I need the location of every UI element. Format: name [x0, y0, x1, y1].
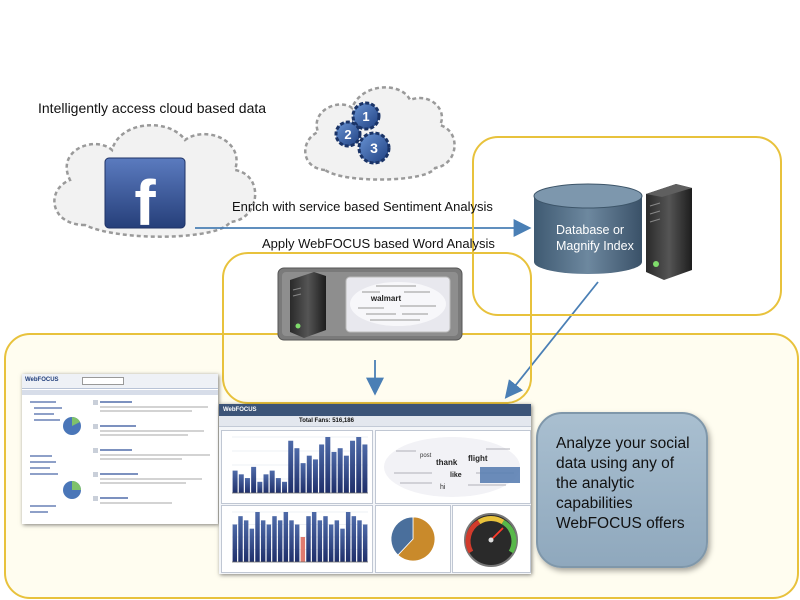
- facebook-letter: f: [134, 167, 156, 239]
- word-analysis-region: [222, 252, 532, 404]
- gear-cloud-icon: [304, 86, 456, 181]
- fans-bar-chart-panel: [221, 430, 373, 504]
- sentiment-chart-bar: [289, 520, 294, 562]
- analyze-callout-text: Analyze your social data using any of th…: [556, 435, 690, 532]
- pie-slice: [397, 516, 436, 562]
- dashboard-wordcloud: thank flight post like hi: [384, 437, 520, 497]
- fans-chart-bar: [356, 437, 362, 493]
- pie-slice: [390, 516, 414, 556]
- sentiment-chart-bar: [323, 516, 328, 562]
- sentiment-chart-bar: [249, 528, 255, 562]
- cloud-word-hi: hi: [440, 484, 446, 491]
- fans-chart-bar: [319, 444, 325, 493]
- fans-chart-bar: [343, 455, 349, 493]
- fans-chart-bar: [306, 455, 312, 493]
- facebook-logo-icon: f: [104, 157, 186, 239]
- fans-chart-bar: [300, 463, 306, 493]
- sentiment-chart-bar: [351, 516, 357, 562]
- sentiment-chart-bar: [306, 516, 311, 562]
- sentiment-pie-chart: [390, 516, 436, 562]
- total-fans-kpi: Total Fans: 516,186: [299, 418, 354, 424]
- dashboard-logo: WebFOCUS: [223, 407, 257, 413]
- dashboard-kpi-bar: [219, 416, 531, 427]
- word-analysis-server-icon: [290, 272, 326, 338]
- sentiment-analysis-label: Enrich with service based Sentiment Anal…: [232, 199, 493, 214]
- database-server-icon: [646, 184, 692, 280]
- fans-chart-bar: [275, 478, 281, 493]
- sentiment-chart-bar: [232, 524, 238, 562]
- arrow-to-dashboard: [504, 281, 599, 399]
- fans-chart-bar: [331, 451, 337, 493]
- magnify-category-tree: [30, 401, 81, 513]
- fans-chart-bar: [294, 448, 300, 493]
- cloud-word-post: post: [420, 453, 432, 459]
- sentiment-gauge-panel: [452, 505, 531, 573]
- sentiment-chart-bar: [238, 516, 243, 562]
- dashboard-header: [219, 404, 531, 416]
- fans-chart-bar: [269, 470, 275, 493]
- sentiment-chart-bar: [266, 524, 272, 562]
- fans-chart-bar: [263, 474, 269, 493]
- sentiment-chart-bar: [334, 520, 340, 562]
- cloud-word-flight: flight: [468, 454, 488, 463]
- database-label: Database or Magnify Index: [556, 223, 634, 253]
- sentiment-chart-bar: [362, 524, 368, 562]
- fans-chart-bar: [257, 481, 263, 493]
- gear-number-3: 3: [370, 140, 378, 156]
- word-analysis-label: Apply WebFOCUS based Word Analysis: [262, 236, 495, 251]
- database-icon: [533, 183, 643, 274]
- sentiment-chart-bar: [255, 512, 260, 562]
- dashboard-wordcloud-panel: thank flight post like hi: [375, 430, 531, 504]
- cloud-word-like: like: [450, 472, 462, 479]
- magnify-search-screenshot: WebFOCUS: [22, 374, 218, 524]
- magnify-results-list: [93, 400, 210, 504]
- fans-chart-bar: [362, 444, 368, 493]
- sentiment-gauge: [464, 513, 518, 567]
- sentiment-chart-bar: [277, 520, 283, 562]
- gear-number-2: 2: [344, 127, 351, 142]
- sentiment-bar-chart: [232, 511, 368, 563]
- sentiment-pie-panel: [375, 505, 451, 573]
- database-region: [472, 136, 782, 316]
- sentiment-chart-bar: [317, 520, 323, 562]
- fans-chart-bar: [238, 474, 244, 493]
- sentiment-chart-bar: [294, 524, 300, 562]
- magnify-search-box: [82, 377, 124, 385]
- fans-chart-bar: [350, 440, 356, 493]
- sentiment-chart-bar: [311, 512, 317, 562]
- fans-chart-bar: [232, 470, 238, 493]
- fans-bar-chart: [232, 436, 368, 494]
- sentiment-bar-chart-panel: [221, 505, 373, 573]
- cloud-word-thank: thank: [436, 458, 458, 467]
- analyze-callout: Analyze your social data using any of th…: [536, 412, 708, 568]
- gears-icon: 1 2 3: [334, 101, 391, 165]
- fans-chart-bar: [325, 437, 331, 493]
- sentiment-chart-bar: [243, 520, 249, 562]
- webfocus-dashboard-screenshot: WebFOCUS Total Fans: 516,186 thank fligh…: [219, 404, 531, 574]
- sentiment-chart-bar: [283, 512, 289, 562]
- access-cloud-label: Intelligently access cloud based data: [38, 100, 267, 116]
- sentiment-chart-bar: [272, 516, 277, 562]
- sentiment-chart-bar: [328, 524, 334, 562]
- gear-number-1: 1: [362, 109, 369, 124]
- fans-chart-bar: [282, 481, 288, 493]
- fans-chart-bar: [337, 448, 343, 493]
- word-cloud-image: walmart: [345, 276, 451, 333]
- sentiment-chart-bar: [260, 520, 266, 562]
- magnify-toolbar: [22, 390, 218, 395]
- sentiment-chart-bar: [345, 512, 351, 562]
- fans-chart-bar: [244, 478, 250, 493]
- sentiment-chart-bar: [340, 528, 345, 562]
- fans-chart-bar: [288, 440, 294, 493]
- sentiment-chart-bar: [357, 520, 362, 562]
- magnify-logo: WebFOCUS: [25, 377, 59, 383]
- fans-chart-bar: [251, 466, 257, 493]
- wordcloud-word: walmart: [370, 294, 402, 303]
- gauge-needle: [490, 527, 504, 541]
- sentiment-chart-bar: [300, 537, 306, 562]
- fans-chart-bar: [312, 459, 318, 493]
